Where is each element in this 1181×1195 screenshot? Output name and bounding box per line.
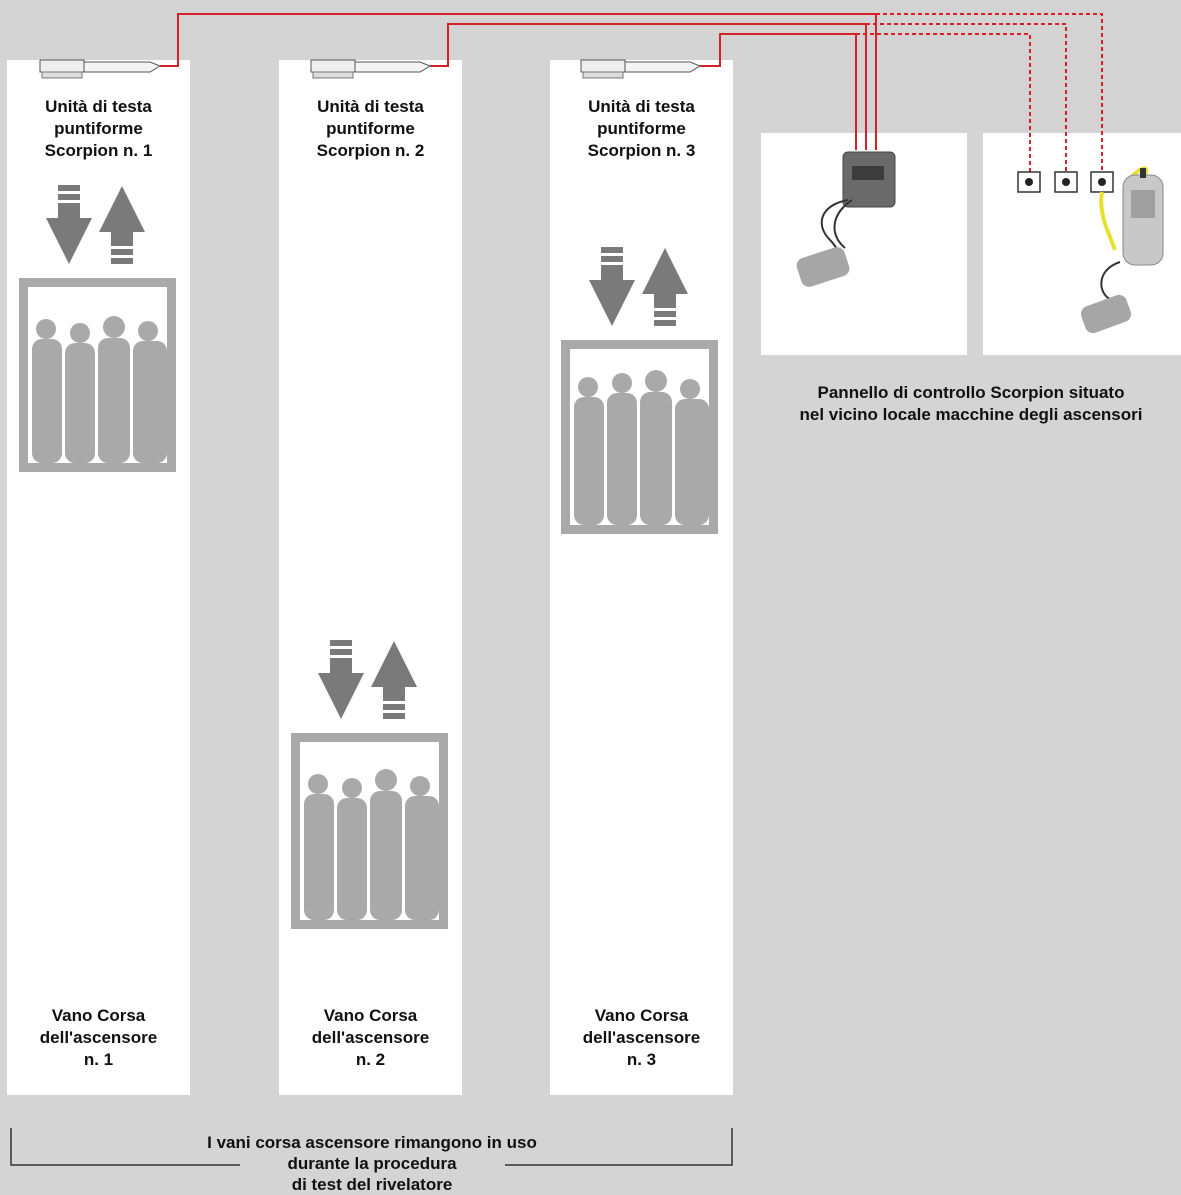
head-label-1: Unità di testa puntiforme Scorpion n. 1 — [44, 97, 153, 160]
head-label-2: Unità di testa puntiforme Scorpion n. 2 — [316, 97, 425, 160]
arrow-down-icon — [589, 247, 635, 326]
shaft-label-3: Vano Corsa dell'ascensore n. 3 — [582, 1006, 701, 1069]
detector-head-icon — [39, 59, 162, 79]
control-panel-caption: Pannello di controllo Scorpion situato n… — [799, 383, 1143, 424]
shaft-label-1: Vano Corsa dell'ascensore n. 1 — [39, 1006, 158, 1069]
head-label-3: Unità di testa puntiforme Scorpion n. 3 — [587, 97, 696, 160]
bracket-caption: I vani corsa ascensore rimangono in uso … — [207, 1133, 537, 1194]
arrow-down-icon — [46, 185, 92, 264]
elevator-cabin-3 — [561, 340, 718, 534]
people-silhouette-icon — [32, 316, 167, 463]
elevator-shaft-1 — [7, 60, 190, 1095]
wiring-dashed — [856, 13, 1103, 172]
elevator-cabin-2 — [291, 733, 448, 929]
shaft-label-2: Vano Corsa dell'ascensore n. 2 — [311, 1006, 430, 1069]
connector-socket-icon — [1054, 171, 1078, 193]
people-silhouette-icon — [304, 769, 439, 920]
people-silhouette-icon — [574, 370, 709, 525]
detector-head-icon — [580, 59, 702, 79]
connector-socket-icon — [1017, 171, 1041, 193]
arrow-up-icon — [371, 641, 417, 719]
connector-socket-icon — [1090, 171, 1114, 193]
bracket-line — [10, 1128, 733, 1166]
elevator-shaft-3 — [550, 60, 733, 1095]
handheld-tester-icon — [1080, 166, 1164, 334]
elevator-cabin-1 — [19, 278, 176, 472]
arrow-up-icon — [642, 248, 688, 326]
wiring-solid — [160, 13, 877, 150]
detector-head-icon — [310, 59, 432, 79]
arrow-up-icon — [99, 186, 145, 264]
arrow-down-icon — [318, 640, 364, 719]
control-panel-device-icon — [796, 151, 896, 287]
